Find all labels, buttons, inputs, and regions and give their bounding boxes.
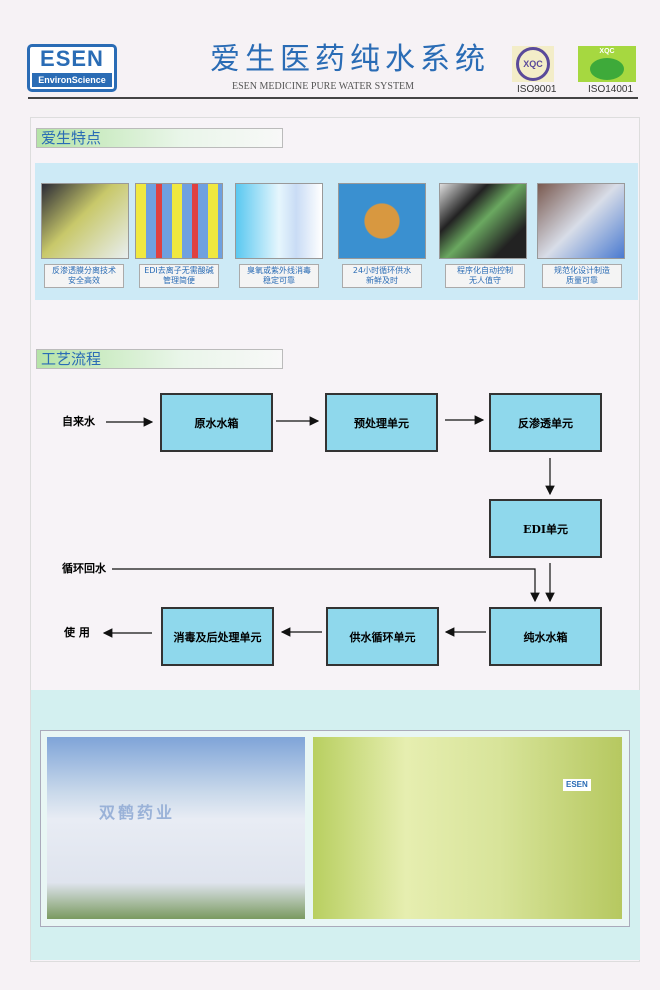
esen-logo: ESEN EnvironScience bbox=[27, 44, 117, 92]
logo-text: ESEN bbox=[40, 46, 104, 71]
cert-mark: XQC bbox=[516, 47, 550, 81]
header-divider bbox=[28, 97, 638, 99]
step-edi: EDI单元 bbox=[489, 499, 602, 558]
features-heading: 爱生特点 bbox=[36, 128, 283, 148]
edi-diagram-image bbox=[135, 183, 223, 259]
cert-label-iso14001: ISO14001 bbox=[588, 84, 634, 95]
recycle-label: 循环回水 bbox=[62, 562, 106, 575]
feature-label: 反渗透膜分离技术安全高效 bbox=[44, 264, 124, 288]
output-label: 使 用 bbox=[64, 626, 90, 639]
step-reverse-osmosis: 反渗透单元 bbox=[489, 393, 602, 452]
water-system-equipment-photo: ESEN bbox=[313, 737, 622, 919]
ro-membrane-image bbox=[41, 183, 129, 259]
cert-mark: XQC bbox=[599, 48, 615, 55]
recycle-arrow bbox=[112, 568, 540, 603]
iso14001-seal-icon: XQC bbox=[578, 46, 636, 82]
page-subtitle: ESEN MEDICINE PURE WATER SYSTEM bbox=[232, 81, 415, 92]
control-panel-image bbox=[439, 183, 527, 259]
building-sign: 双鹤药业 bbox=[99, 803, 176, 822]
equipment-badge: ESEN bbox=[563, 779, 591, 791]
certification-image bbox=[537, 183, 625, 259]
feature-label: 程序化自动控制无人值守 bbox=[445, 264, 525, 288]
step-raw-water-tank: 原水水箱 bbox=[160, 393, 273, 452]
feature-label: 臭氧或紫外线消毒稳定可靠 bbox=[239, 264, 319, 288]
cert-label-iso9001: ISO9001 bbox=[517, 84, 557, 95]
iso9001-seal-icon: XQC bbox=[512, 46, 554, 82]
step-disinfection: 消毒及后处理单元 bbox=[161, 607, 274, 666]
process-heading: 工艺流程 bbox=[36, 349, 283, 369]
page-title: 爱生医药纯水系统 bbox=[210, 42, 490, 77]
step-supply-circulation: 供水循环单元 bbox=[326, 607, 439, 666]
feature-label: 24小时循环供水新鲜及时 bbox=[342, 264, 422, 288]
input-label: 自来水 bbox=[62, 415, 95, 428]
feature-label: 规范化设计制造质量可靠 bbox=[542, 264, 622, 288]
factory-building-photo: 双鹤药业 bbox=[47, 737, 305, 919]
step-pure-water-tank: 纯水水箱 bbox=[489, 607, 602, 666]
feature-label: EDI去离子无需酸碱管理简便 bbox=[139, 264, 219, 288]
circulation-image bbox=[338, 183, 426, 259]
step-pretreatment: 预处理单元 bbox=[325, 393, 438, 452]
uv-ozone-image bbox=[235, 183, 323, 259]
logo-subtext: EnvironScience bbox=[32, 73, 112, 87]
